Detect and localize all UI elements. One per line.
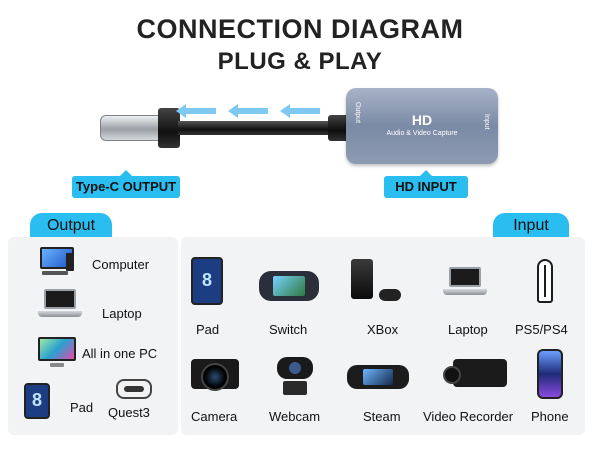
input-item-label: Video Recorder <box>423 409 514 424</box>
steam-deck-icon <box>347 365 409 389</box>
input-item-label: PS5/PS4 <box>515 322 568 337</box>
device-label: Audio & Video Capture <box>386 130 458 137</box>
output-section-tab: Output <box>30 213 112 239</box>
pc-tower <box>66 253 74 271</box>
laptop-base <box>38 311 82 317</box>
ps5-console-icon <box>537 259 553 303</box>
direction-arrow-icon <box>176 104 216 118</box>
type-c-plug-icon <box>100 115 162 141</box>
input-panel: 8 Pad Switch XBox Laptop PS5/PS4 Camera … <box>181 237 585 435</box>
laptop-icon <box>449 267 481 287</box>
handheld-console-icon <box>259 271 319 301</box>
page-title: CONNECTION DIAGRAM <box>136 14 464 44</box>
input-item-label: Steam <box>363 409 401 424</box>
direction-arrow-icon <box>228 104 268 118</box>
output-panel: Computer Laptop All in one PC 8 Pad Ques… <box>8 237 178 435</box>
direction-arrow-icon <box>280 104 320 118</box>
input-section-tab: Input <box>493 213 569 239</box>
capture-box: Output HD Audio & Video Capture Input <box>346 88 498 164</box>
input-item-label: Laptop <box>448 322 488 337</box>
input-item-label: Camera <box>191 409 238 424</box>
output-item-label: Quest3 <box>108 405 150 420</box>
gamepad-icon <box>379 289 401 301</box>
webcam-icon <box>277 357 313 379</box>
webcam-stand <box>283 381 307 395</box>
phone-icon <box>537 349 563 399</box>
output-item-label: Laptop <box>102 306 142 321</box>
input-item-label: XBox <box>367 322 399 337</box>
page-subtitle: PLUG & PLAY <box>217 48 383 75</box>
hd-input-callout: HD INPUT <box>384 170 468 198</box>
capture-device-illustration: Output HD Audio & Video Capture Input <box>96 88 516 168</box>
output-item-label: All in one PC <box>82 346 158 361</box>
vr-headset-icon <box>116 379 152 399</box>
input-item-label: Pad <box>196 322 220 337</box>
pc-keyboard <box>42 271 68 275</box>
plug-housing <box>158 108 180 148</box>
typec-output-callout: Type-C OUTPUT <box>72 170 180 198</box>
input-item-label: Switch <box>269 322 308 337</box>
device-hd-badge: HD <box>411 112 433 128</box>
cable <box>178 121 358 135</box>
tablet-icon: 8 <box>24 383 50 419</box>
aio-stand <box>50 363 64 367</box>
tablet-icon: 8 <box>191 257 223 305</box>
output-item-label: Pad <box>70 400 94 415</box>
input-item-label: Phone <box>531 409 569 424</box>
xbox-console-icon <box>351 259 373 299</box>
laptop-icon <box>44 289 76 309</box>
camera-icon <box>191 359 239 391</box>
device-input-label: Input <box>483 114 490 130</box>
video-recorder-icon <box>443 359 507 387</box>
device-output-label: Output <box>354 102 361 124</box>
laptop-base <box>443 289 487 295</box>
input-item-label: Webcam <box>269 409 321 424</box>
all-in-one-pc-icon <box>38 337 76 361</box>
output-item-label: Computer <box>92 257 150 272</box>
